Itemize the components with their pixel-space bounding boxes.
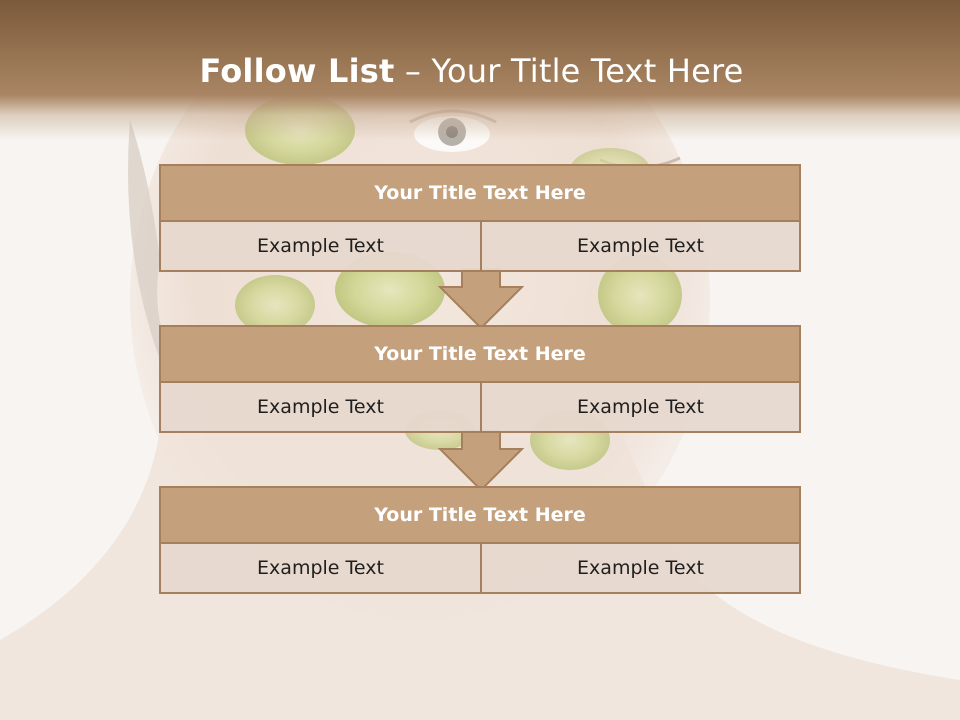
block-cell-left: Example Text <box>159 222 480 272</box>
header-band <box>0 0 960 140</box>
follow-block-1: Your Title Text Here Example Text Exampl… <box>159 164 801 272</box>
block-row: Example Text Example Text <box>159 544 801 594</box>
down-arrow-icon <box>438 268 524 330</box>
block-row: Example Text Example Text <box>159 222 801 272</box>
block-cell-right: Example Text <box>480 383 801 433</box>
block-cell-right: Example Text <box>480 222 801 272</box>
block-title: Your Title Text Here <box>159 164 801 222</box>
block-title: Your Title Text Here <box>159 325 801 383</box>
slide-title: Follow List – Your Title Text Here <box>0 52 943 90</box>
block-cell-left: Example Text <box>159 383 480 433</box>
block-title: Your Title Text Here <box>159 486 801 544</box>
slide-title-light: – Your Title Text Here <box>394 52 744 90</box>
slide-title-bold: Follow List <box>199 52 395 90</box>
block-cell-left: Example Text <box>159 544 480 594</box>
block-cell-right: Example Text <box>480 544 801 594</box>
follow-block-3: Your Title Text Here Example Text Exampl… <box>159 486 801 594</box>
down-arrow-icon <box>438 430 524 492</box>
follow-block-2: Your Title Text Here Example Text Exampl… <box>159 325 801 433</box>
block-row: Example Text Example Text <box>159 383 801 433</box>
